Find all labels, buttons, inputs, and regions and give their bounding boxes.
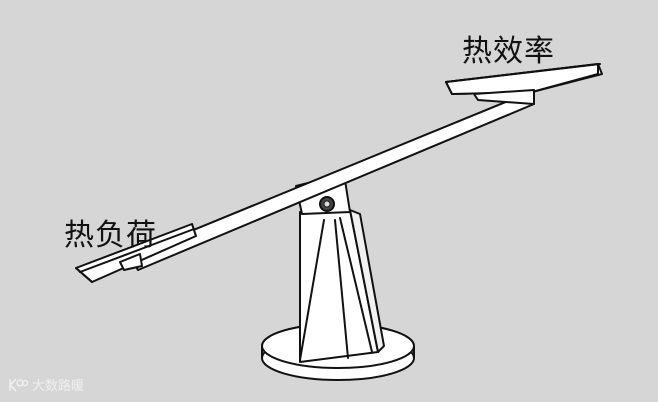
pyramid-stand (300, 210, 384, 362)
logo-icon (8, 377, 28, 393)
thermal-efficiency-label: 热效率 (462, 26, 555, 70)
heat-load-label: 热负荷 (64, 210, 157, 254)
right-platform (446, 64, 602, 104)
watermark-text: 大数路暖 (32, 375, 84, 394)
watermark: 大数路暖 (8, 375, 84, 394)
